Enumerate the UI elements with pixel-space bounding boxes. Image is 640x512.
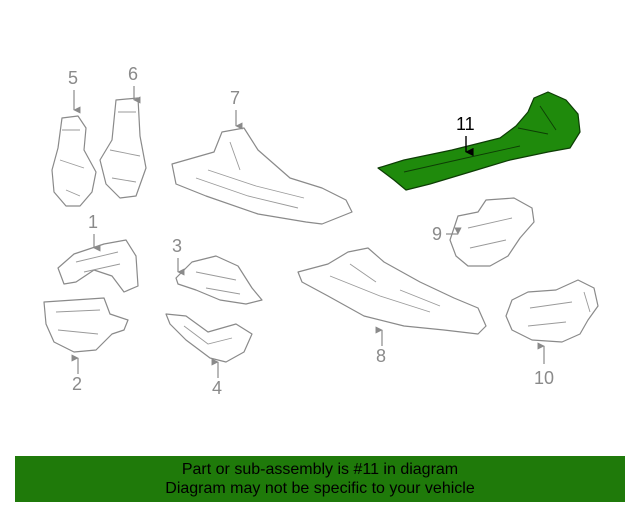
callout-2: 2 <box>72 374 82 394</box>
callout-8: 8 <box>376 346 386 366</box>
callout-3: 3 <box>172 236 182 256</box>
callout-6: 6 <box>128 64 138 84</box>
part-info-banner: Part or sub-assembly is #11 in diagram D… <box>15 456 625 502</box>
callout-10: 10 <box>534 368 554 388</box>
parts-diagram: 5 6 7 11 1 2 3 4 <box>43 64 599 398</box>
banner-line-disclaimer: Diagram may not be specific to your vehi… <box>165 480 475 497</box>
part-11-heat-shield-highlighted <box>377 91 581 191</box>
callout-7: 7 <box>230 88 240 108</box>
part-9-shield <box>449 197 535 267</box>
callout-5: 5 <box>68 68 78 88</box>
part-1-shield <box>57 239 139 293</box>
callout-1: 1 <box>88 212 98 232</box>
part-8-tunnel-shield <box>297 247 487 335</box>
part-3-shield <box>175 255 263 305</box>
callout-11: 11 <box>456 114 475 134</box>
part-6-shield <box>99 97 147 199</box>
part-2-shield <box>43 297 129 353</box>
part-4-shield <box>165 313 253 363</box>
banner-line-part: Part or sub-assembly is #11 in diagram <box>181 461 459 478</box>
part-5-shield <box>51 115 97 207</box>
callout-4: 4 <box>212 378 222 398</box>
callout-9: 9 <box>432 224 442 244</box>
part-7-floor-shield <box>171 127 353 225</box>
part-10-shield <box>505 279 599 343</box>
